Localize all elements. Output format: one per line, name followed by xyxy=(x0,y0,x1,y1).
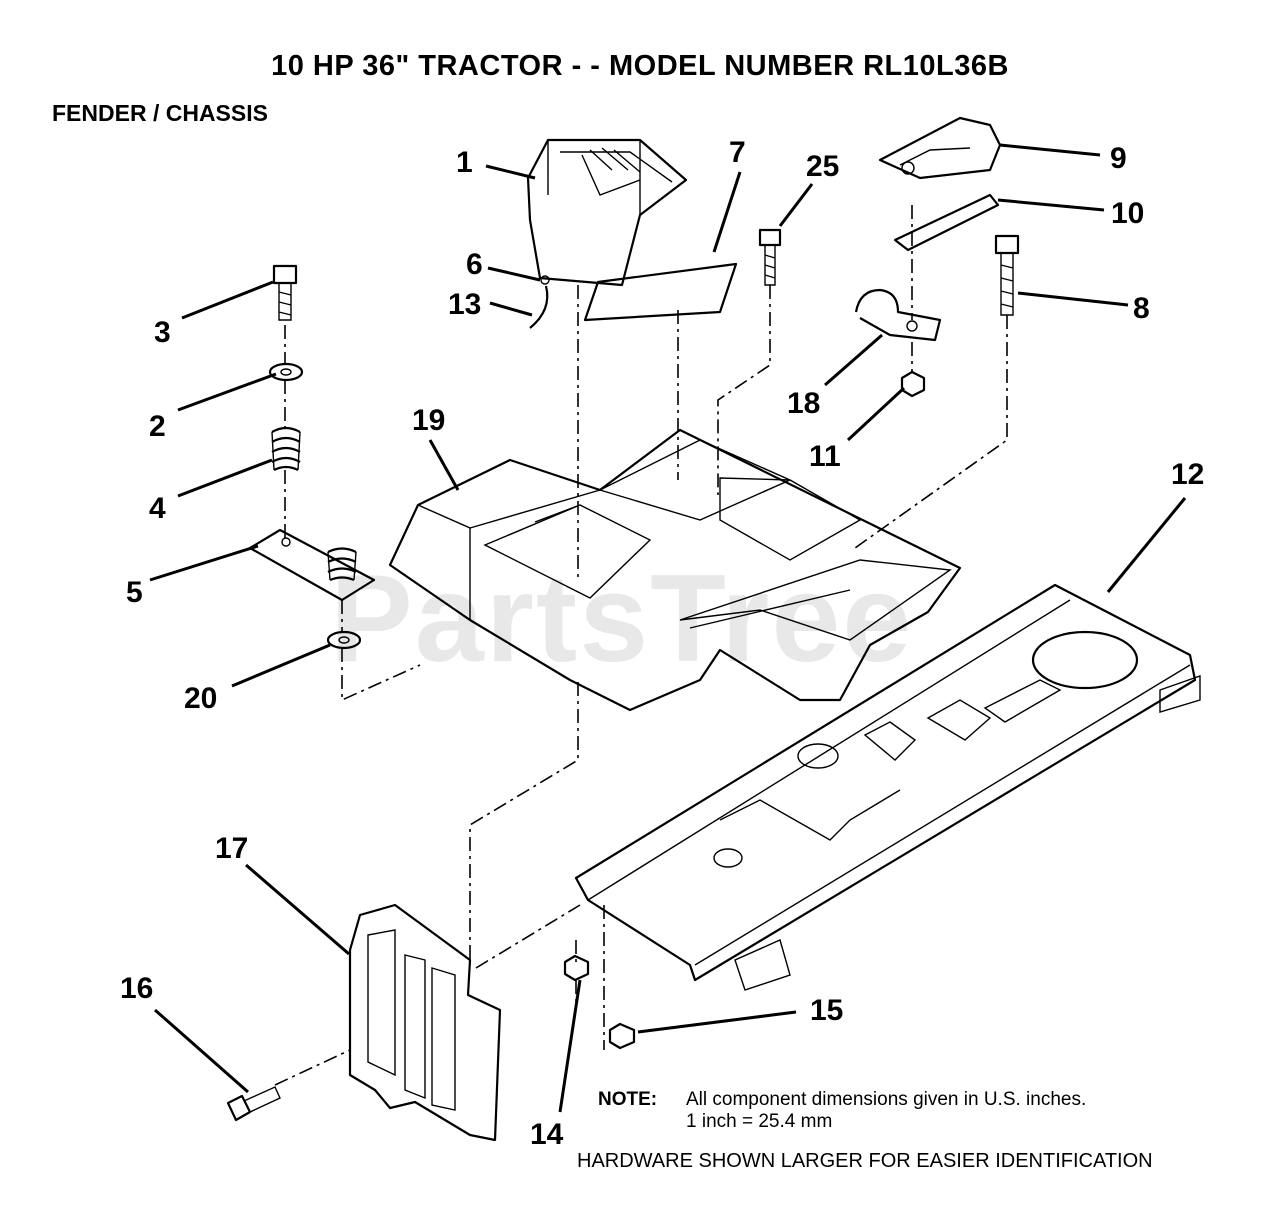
leader-lines xyxy=(149,143,1187,1113)
note-dimensions: All component dimensions given in U.S. i… xyxy=(686,1089,1087,1110)
callout-3: 3 xyxy=(154,316,171,349)
callout-17: 17 xyxy=(215,832,248,865)
part-3-bolt[interactable] xyxy=(272,264,298,321)
callout-20: 20 xyxy=(184,682,217,715)
part-10-bracket[interactable] xyxy=(893,193,1000,252)
part-25-bolt[interactable] xyxy=(758,228,782,286)
note-label: NOTE: xyxy=(598,1089,658,1110)
section-subtitle: FENDER / CHASSIS xyxy=(52,100,268,126)
callout-8: 8 xyxy=(1133,292,1150,325)
note-conversion: 1 inch = 25.4 mm xyxy=(686,1111,833,1132)
callout-1: 1 xyxy=(456,146,473,179)
part-17-side-bracket[interactable] xyxy=(348,903,502,1142)
callout-25: 25 xyxy=(806,150,839,183)
part-9-cover-plate[interactable] xyxy=(878,116,1002,180)
part-4-spring[interactable] xyxy=(271,426,301,471)
callout-18: 18 xyxy=(787,387,820,420)
part-14-nut[interactable] xyxy=(563,954,590,982)
callout-5: 5 xyxy=(126,576,143,609)
part-1-tray[interactable] xyxy=(526,138,688,287)
part-12-chassis[interactable] xyxy=(574,583,1201,991)
part-18-clamp[interactable] xyxy=(854,288,942,342)
part-11-nut[interactable] xyxy=(900,370,926,398)
callout-11: 11 xyxy=(809,440,841,473)
part-2-washer[interactable] xyxy=(268,362,304,382)
part-15-nut[interactable] xyxy=(608,1022,636,1050)
part-6-pin[interactable] xyxy=(540,275,550,285)
part-20-washer[interactable] xyxy=(326,630,362,650)
callout-16: 16 xyxy=(120,972,153,1005)
callout-7: 7 xyxy=(729,136,746,169)
part-8-bolt[interactable] xyxy=(994,234,1020,316)
callout-13: 13 xyxy=(448,288,481,321)
callout-10: 10 xyxy=(1111,197,1144,230)
alignment-lines xyxy=(274,205,1008,1086)
part-13-wire[interactable] xyxy=(529,285,549,329)
callout-6: 6 xyxy=(466,248,483,281)
callout-12: 12 xyxy=(1171,458,1204,491)
part-7-pad[interactable] xyxy=(583,262,738,322)
callout-19: 19 xyxy=(412,404,445,437)
callout-14: 14 xyxy=(530,1118,564,1151)
part-5-spring-plate[interactable] xyxy=(248,528,376,602)
diagram-title: 10 HP 36" TRACTOR - - MODEL NUMBER RL10L… xyxy=(271,50,1009,82)
callout-numbers: 1 2 3 4 5 6 7 8 9 10 11 12 13 14 15 16 1… xyxy=(120,136,1204,1151)
hardware-note: HARDWARE SHOWN LARGER FOR EASIER IDENTIF… xyxy=(577,1150,1153,1172)
part-19-fender[interactable] xyxy=(388,428,962,712)
callout-9: 9 xyxy=(1110,142,1127,175)
callout-2: 2 xyxy=(149,410,166,443)
part-16-bolt[interactable] xyxy=(226,1086,281,1122)
callout-15: 15 xyxy=(810,994,843,1027)
callout-4: 4 xyxy=(149,492,166,525)
